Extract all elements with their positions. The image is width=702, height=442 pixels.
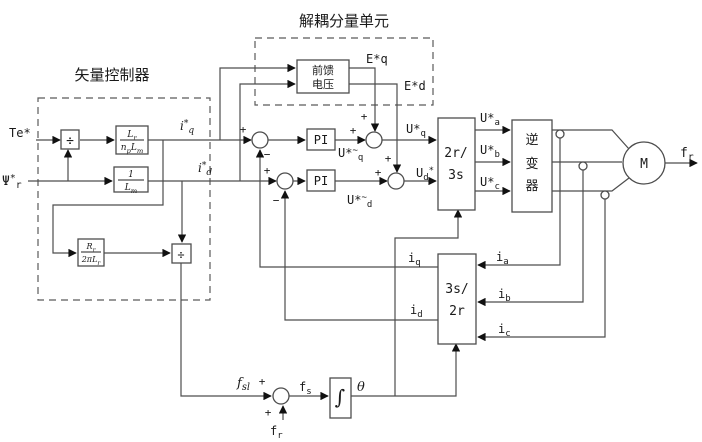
wire-ed-to-sum4 — [349, 83, 402, 173]
wire-theta-to-2r3s — [394, 209, 463, 396]
abc-to-dq-label-line1: 3s/ — [445, 282, 468, 297]
inverter-block — [511, 119, 553, 213]
psi-r-ref-label: Ψ*r — [2, 173, 22, 191]
uc-ref-label: U*c — [480, 175, 500, 192]
uq-tilde-label: U*~q — [338, 146, 363, 163]
torque-gain-numerator: Lr — [126, 130, 137, 142]
id-feedback-label: id — [410, 303, 423, 320]
wire-inverter-to-motor-c — [552, 177, 630, 192]
wire-ia-to-3s2r — [477, 138, 561, 270]
sum4-plus-left-sign: + — [375, 166, 382, 179]
pi1-label: PI — [314, 133, 328, 147]
motor-label: M — [640, 157, 648, 172]
fr-input-label: fr — [270, 424, 283, 441]
inverter-label-char2: 变 — [525, 156, 538, 172]
sum2-minus-sign: − — [273, 194, 280, 207]
slip-gain-numerator: Rr — [86, 242, 97, 254]
wire-theta-to-3s2r — [351, 343, 461, 397]
wire-id-feedback — [280, 190, 438, 321]
inverter-label-char1: 逆 — [525, 132, 538, 148]
id-ref-label: i*d — [198, 161, 212, 178]
fsl-label: fsl — [236, 376, 250, 393]
wire-fsl-to-sum5 — [180, 263, 272, 401]
feedforward-voltage-block — [296, 59, 350, 94]
wire-ib-to-3s2r — [477, 170, 584, 307]
ud-tilde-label: U*~d — [347, 193, 372, 210]
vector-controller-title: 矢量控制器 — [74, 66, 149, 84]
wire-iq-feedback — [255, 149, 438, 268]
ub-ref-label: U*b — [480, 143, 500, 160]
flux-gain-denominator: Lm — [124, 183, 137, 195]
divider1-block — [60, 129, 80, 150]
dq-to-abc-label-line2: 3s — [448, 168, 464, 183]
wire-eq-to-sum3 — [349, 67, 380, 132]
wire-iqref-to-slip-gain — [52, 140, 164, 258]
sum2-plus-sign: + — [264, 164, 271, 177]
ud-ref-label: Ud* — [416, 166, 434, 183]
eq-label: E*q — [366, 52, 388, 66]
theta-label: θ — [357, 380, 365, 395]
motor — [622, 141, 666, 185]
sum1-plus-sign: + — [240, 123, 247, 136]
dq-to-abc-label-line1: 2r/ — [444, 146, 467, 161]
iq-feedback-label: iq — [408, 251, 421, 268]
sum5-plus-left-sign: + — [259, 375, 266, 388]
feedforward-voltage-label-line1: 前馈 — [312, 63, 334, 77]
sum3-junction — [365, 131, 383, 149]
integrator-block — [329, 377, 352, 419]
sum2-junction — [276, 172, 294, 190]
sum5-junction — [272, 387, 290, 405]
wire-ic-to-3s2r — [477, 199, 606, 342]
wire-idref-to-feedforward — [239, 79, 296, 181]
te-ref-label: Te* — [9, 126, 31, 140]
pi1-block — [306, 128, 336, 151]
pi2-block — [306, 169, 336, 192]
flux-gain-numerator: 1 — [128, 170, 134, 180]
abc-to-dq-label-line2: 2r — [449, 304, 465, 319]
torque-gain-denominator: npLm — [121, 143, 144, 155]
fr-output-label: fr — [680, 146, 694, 163]
current-sensor-b-icon — [578, 161, 588, 171]
decoupling-unit-title: 解耦分量单元 — [299, 12, 389, 30]
decoupling-unit-boundary — [254, 37, 434, 106]
sum3-plus-top-sign: + — [361, 110, 368, 123]
current-sensor-c-icon — [600, 190, 610, 200]
divider2-symbol: ÷ — [177, 248, 184, 262]
wire-inverter-to-motor-a — [552, 129, 630, 150]
sum4-junction — [387, 172, 405, 190]
sum4-plus-top-sign: + — [385, 152, 392, 165]
sum1-minus-sign: − — [264, 148, 271, 161]
ic-label: ic — [498, 322, 511, 339]
divider1-symbol: ÷ — [66, 134, 74, 149]
ed-label: E*d — [404, 79, 426, 93]
ia-label: ia — [496, 250, 509, 267]
fs-label: fs — [299, 380, 312, 397]
sum1-junction — [251, 131, 269, 149]
ua-ref-label: U*a — [480, 111, 500, 128]
inverter-label-char3: 器 — [525, 179, 538, 194]
sum5-plus-bottom-sign: + — [265, 406, 272, 419]
ib-label: ib — [498, 287, 511, 304]
slip-gain-denominator: 2πLr — [81, 255, 102, 267]
sum3-plus-left-sign: + — [350, 124, 357, 137]
current-sensor-a-icon — [555, 129, 565, 139]
integrator-symbol: ∫ — [335, 385, 345, 409]
uq-ref-label: U*q — [406, 122, 426, 139]
iq-ref-label: i*q — [180, 119, 194, 136]
abc-to-dq-block — [437, 253, 477, 345]
vector-controller-boundary — [37, 97, 211, 301]
dq-to-abc-block — [437, 117, 476, 211]
pi2-label: PI — [314, 174, 328, 188]
feedforward-voltage-label-line2: 电压 — [312, 78, 334, 91]
wire-iqref-to-feedforward — [219, 63, 296, 140]
divider2-block — [171, 243, 192, 264]
